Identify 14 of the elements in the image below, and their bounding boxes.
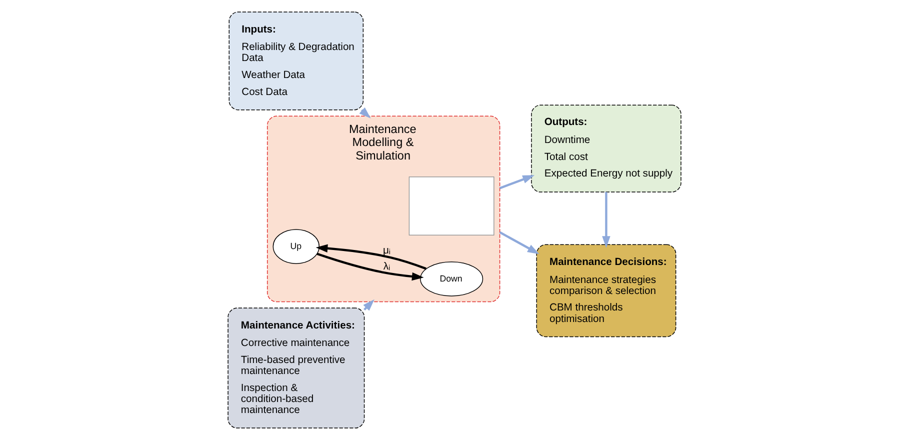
arrow	[602, 192, 610, 248]
edge-label: λᵢ	[383, 260, 390, 272]
edge-label: μᵢ	[382, 244, 391, 256]
node-ellipse: Down	[420, 260, 484, 296]
node-box: Outputs: Downtime Total cost Expected Energy not supply	[531, 104, 682, 192]
node-box: Maintenance Activities: Corrective maintenance Time-based preventive maintenance Inspection & condition-based maintenance	[228, 307, 365, 428]
node-box: Maintenance Decisions: Maintenance strategies comparison & selection CBM thresholds optimisation	[536, 244, 676, 337]
arrow	[499, 230, 540, 254]
node-box: Inputs: Reliability & Degradation Data Weather Data Cost Data	[228, 11, 364, 110]
node-box	[408, 176, 494, 235]
node-ellipse: Up	[272, 228, 320, 264]
arrow	[316, 252, 424, 280]
arrow	[316, 244, 426, 270]
arrow	[499, 174, 535, 189]
